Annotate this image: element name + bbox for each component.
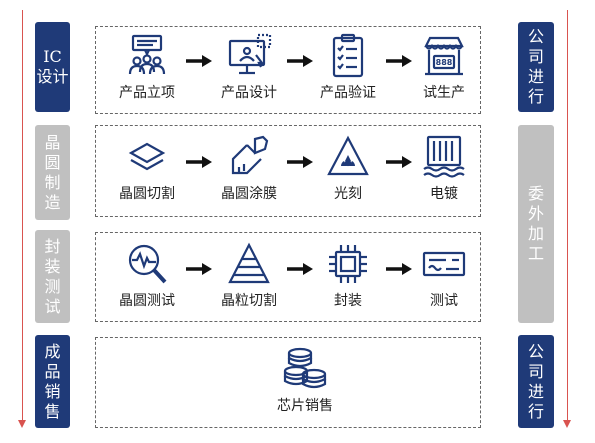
step-product-validation: 产品验证 [309, 32, 387, 102]
coins-icon [283, 347, 327, 389]
step-label: 晶圆涂膜 [221, 186, 277, 202]
step-label: 芯片销售 [277, 398, 333, 414]
step-label: 晶粒切割 [221, 293, 277, 309]
row-box-product-sales [95, 337, 481, 428]
monitor-design-icon [228, 33, 272, 75]
row-box-wafer-fab [95, 125, 481, 217]
step-label: 晶圆切割 [119, 186, 175, 202]
left-timeline-line [22, 10, 23, 422]
step-label: 晶圆测试 [119, 293, 175, 309]
magnifier-wave-icon [128, 244, 167, 284]
responsibility-label-outsourced: 委外加工 [518, 125, 554, 323]
step-label: 产品设计 [221, 85, 277, 101]
checklist-icon [332, 33, 364, 78]
right-timeline-line [567, 10, 568, 422]
check-card-icon [422, 251, 466, 277]
responsibility-label-company-top: 公司进行 [518, 22, 554, 112]
step-label: 产品立项 [119, 85, 175, 101]
responsibility-label-company-bottom: 公司进行 [518, 335, 554, 428]
chip-icon [329, 245, 367, 283]
flow-arrow [386, 263, 412, 275]
flow-arrow [287, 55, 313, 67]
row-box-packaging-test [95, 232, 481, 322]
team-meeting-icon [128, 34, 166, 75]
step-chip-sales: 芯片销售 [260, 345, 350, 415]
left-timeline-arrowhead [18, 420, 26, 428]
svg-text:888: 888 [436, 58, 453, 67]
step-lithography: 光刻 [309, 133, 387, 203]
flow-arrow [186, 55, 212, 67]
flow-arrow [386, 55, 412, 67]
flow-arrow [186, 263, 212, 275]
step-wafer-dicing: 晶圆切割 [108, 133, 186, 203]
electroplating-icon [423, 135, 465, 178]
step-label: 电镀 [430, 186, 458, 202]
stage-label-packaging-test: 封装测试 [35, 230, 70, 323]
step-label: 测试 [430, 293, 458, 309]
pyramid-icon [228, 242, 270, 284]
brush-icon [231, 135, 269, 175]
right-timeline-arrowhead [563, 420, 571, 428]
step-trial-production: 888 试生产 [405, 32, 483, 102]
factory-shop-icon: 888 [424, 36, 464, 76]
stage-label-wafer-fab: 晶圆制造 [35, 125, 70, 220]
step-product-initiation: 产品立项 [108, 32, 186, 102]
step-product-design: 产品设计 [210, 32, 288, 102]
row-box-ic-design [95, 26, 481, 114]
step-die-cutting: 晶粒切割 [210, 240, 288, 310]
step-packaging: 封装 [309, 240, 387, 310]
step-label: 光刻 [334, 186, 362, 202]
step-final-testing: 测试 [405, 240, 483, 310]
step-wafer-testing: 晶圆测试 [108, 240, 186, 310]
flow-arrow [386, 156, 412, 168]
radiation-warning-icon [327, 135, 369, 176]
step-label: 封装 [334, 293, 362, 309]
layers-icon [128, 142, 166, 171]
flow-arrow [287, 156, 313, 168]
step-electroplating: 电镀 [405, 133, 483, 203]
step-wafer-coating: 晶圆涂膜 [210, 133, 288, 203]
step-label: 产品验证 [320, 85, 376, 101]
stage-label-product-sales: 成品销售 [35, 335, 70, 428]
step-label: 试生产 [423, 85, 465, 101]
flow-arrow [287, 263, 313, 275]
flow-arrow [186, 156, 212, 168]
